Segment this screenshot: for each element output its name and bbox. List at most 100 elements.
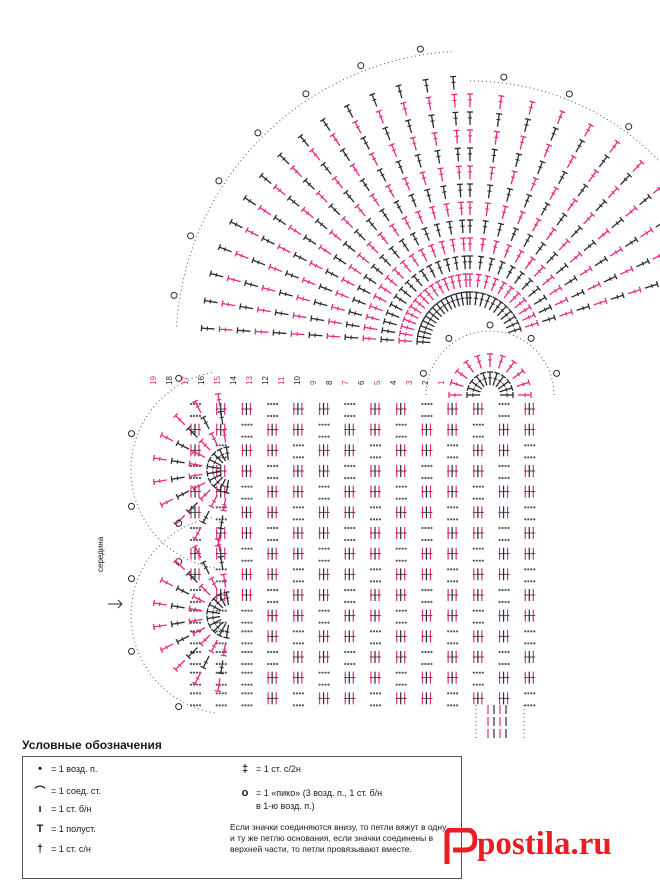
stitch-line [410,255,420,267]
stitch-cap [428,243,435,248]
chain-dot [430,538,433,542]
chain-dot [378,580,382,583]
stitch-cap [526,193,533,198]
stitch-cap [203,297,206,304]
stitch-line [496,305,507,317]
stitch-cap [198,496,204,502]
chain-dot [327,435,330,438]
stitch-line [218,623,227,636]
stitch-bar [480,243,485,246]
stitch-line [230,221,243,229]
stitch-line [424,79,429,93]
stitch-cap [368,151,375,156]
chain-dot [292,580,295,583]
chain-dot [192,402,196,406]
stitch-line [193,627,206,635]
stitch-cap [452,256,459,259]
stitch-line [559,311,572,317]
stitch-line [362,137,370,150]
chain-dot [478,435,481,438]
side-label: середина [96,536,105,572]
chain-dot [421,662,424,666]
stitch-bar [346,280,350,285]
stitch-cap [535,217,542,222]
chain-dot [401,683,404,686]
stitch-cap [614,139,621,145]
chain-dot [427,588,430,592]
chain-dot [344,402,347,406]
stitch-bar [609,276,612,282]
row-number: 1 [437,380,446,385]
stitch-line [371,194,380,207]
stitch-line [436,224,441,238]
stitch-cap [473,291,480,294]
stitch-cap [425,96,432,99]
chain-dot [189,609,193,612]
stitch-line [395,201,403,214]
chain-dot [501,588,504,592]
stitch-line [194,671,202,684]
chain-dot [298,692,301,695]
stitch-bar [497,228,502,231]
chain-dot [244,650,247,654]
stitch-line [452,76,455,90]
chain-dot [478,485,481,488]
chain-dot [247,692,250,695]
stitch-bar [398,297,402,302]
stitch-line [488,298,497,311]
chain-dot [350,526,353,530]
chain-dot [215,650,218,654]
stitch-bar [263,208,267,213]
stitch-cap [498,299,504,305]
stitch-cap [458,291,465,294]
stitch-cap [214,537,222,541]
chain-dot [321,435,324,438]
stitch-bar [176,476,179,481]
stitch-line [367,219,378,231]
stitch-bar [431,249,436,253]
stitch-line [399,339,413,343]
stitch-line [304,236,317,245]
chain-dot [527,580,530,583]
chain-dot [501,538,504,542]
stitch-bar [176,621,179,626]
chain-dot [344,538,347,542]
chain-dot [524,518,527,521]
chain-dot [273,476,276,480]
stitch-bar [220,598,225,602]
stitch-cap [492,296,499,301]
stitch-bar [347,194,352,199]
stitch-cap [317,244,323,250]
chain-dot [450,506,453,509]
stitch-line [413,275,423,287]
stitch-line [349,311,363,316]
chain-dot [324,547,327,550]
chain-dot [267,526,270,530]
stitch-bar [455,381,458,387]
stitch-cap [217,410,224,413]
stitch-cap [328,229,334,235]
stitch-line [479,293,484,307]
chain-dot [344,526,347,530]
stitch-cap [152,454,156,462]
stitch-cap [175,493,180,500]
chain-dot [430,662,433,666]
stitch-bar [273,266,277,272]
chain-dot [241,559,244,562]
stitch-bar [389,279,394,284]
chain-dot [298,580,301,583]
stitch-cap [152,623,156,631]
chain-dot [378,456,382,459]
stitch-bar [491,283,497,286]
chain-dot [295,444,298,447]
chain-dot [218,568,221,571]
legend-label: = 1 соед. ст. [51,786,102,796]
chain-dot [270,600,273,604]
stitch-cap [370,263,376,269]
chain-dot [369,444,373,447]
chain-dot [347,662,350,666]
stitch-cap [491,148,498,151]
stitch-bar [347,245,352,250]
stitch-line [381,256,392,267]
